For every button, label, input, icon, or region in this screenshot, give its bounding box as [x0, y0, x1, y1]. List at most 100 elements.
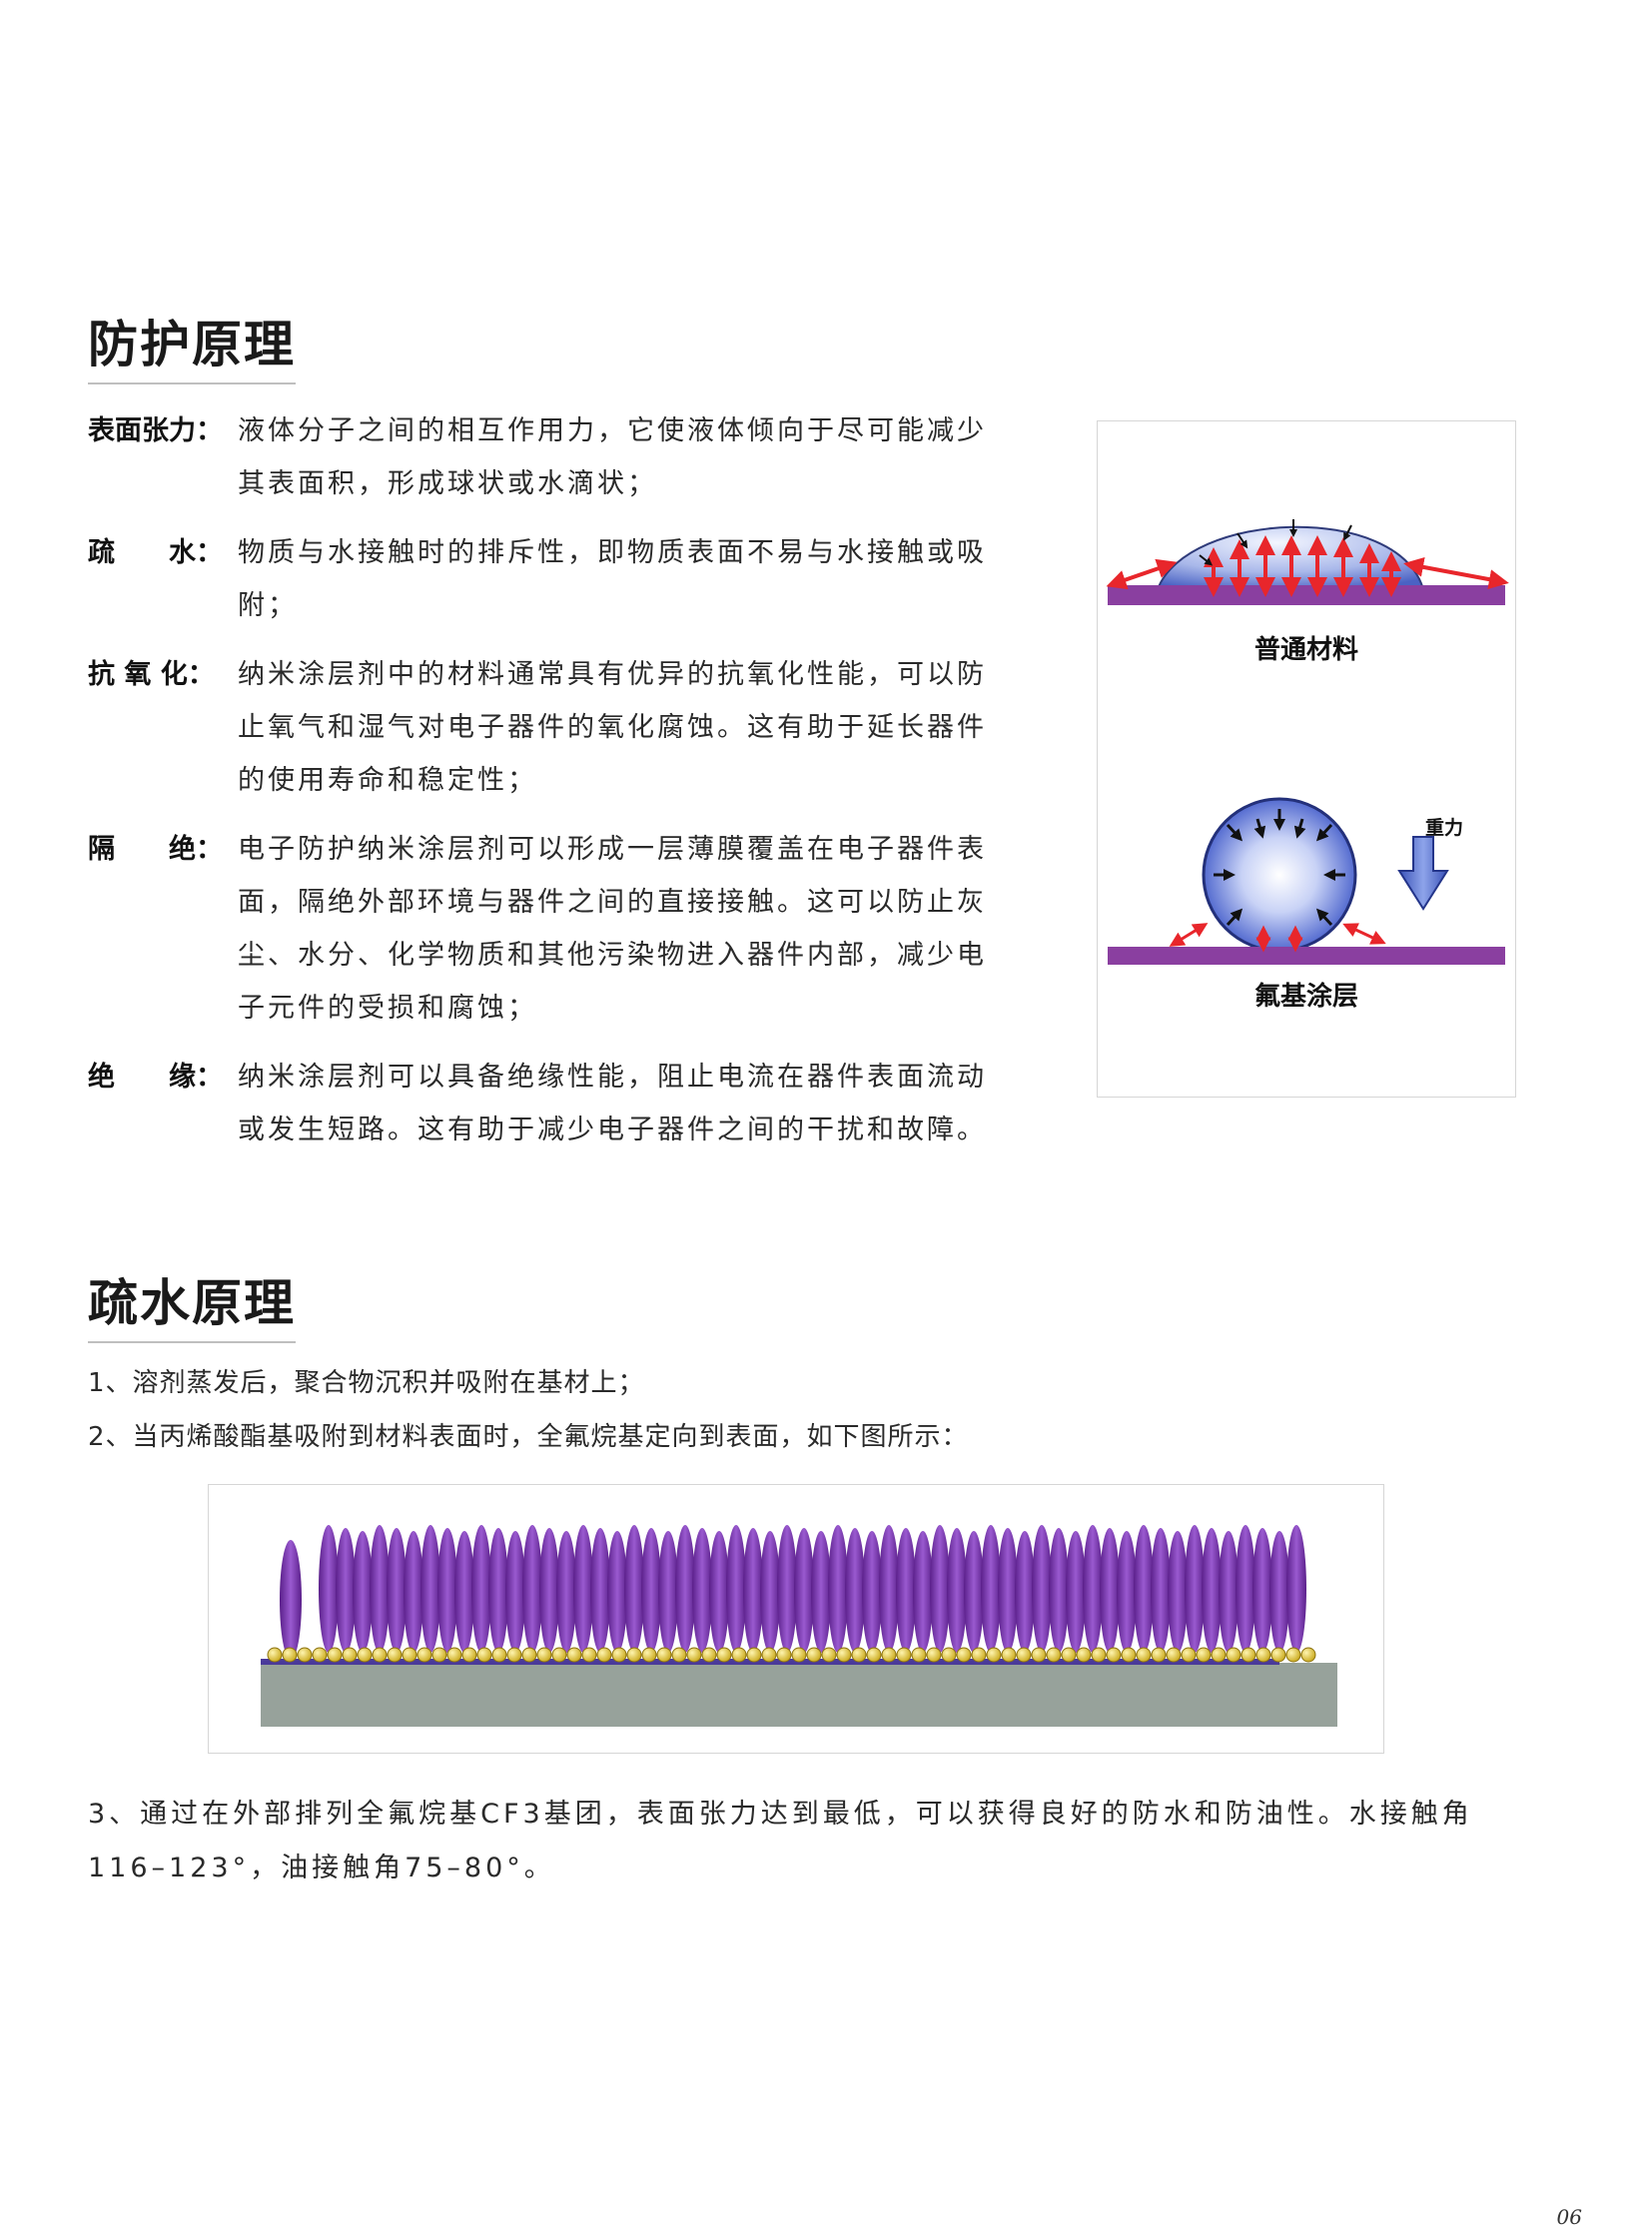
fluoro-chain: [930, 1525, 950, 1653]
fluoro-chain: [947, 1528, 967, 1653]
anchor-ball: [312, 1647, 328, 1663]
fluoro-chain: [777, 1525, 797, 1653]
step-item: 1、溶剂蒸发后，聚合物沉积并吸附在基材上；: [88, 1368, 645, 1398]
anchor-ball: [911, 1647, 927, 1663]
fluoro-chain: [505, 1531, 525, 1653]
fluoro-chain: [387, 1528, 407, 1653]
fluoro-chain: [607, 1531, 627, 1653]
anchor-ball: [821, 1647, 837, 1663]
gravity-label: 重力: [1425, 817, 1464, 839]
anchor-ball: [851, 1647, 867, 1663]
anchor-ball: [1016, 1647, 1032, 1663]
fluoro-chain: [794, 1528, 814, 1653]
definition-term: 表面张力：: [88, 415, 223, 446]
fluoro-chain: [658, 1531, 678, 1653]
desc-line: 子元件的受损和腐蚀；: [238, 993, 537, 1024]
gravity-arrow-icon: [1397, 836, 1449, 911]
definition-item: 疏 水： 物质与水接触时的排斥性，即物质表面不易与水接触或吸 附；: [88, 526, 1027, 632]
anchor-ball: [1181, 1647, 1197, 1663]
anchor-ball: [731, 1647, 747, 1663]
upward-force-arrows: [1204, 535, 1401, 597]
anchor-ball: [746, 1647, 762, 1663]
anchor-ball: [431, 1647, 447, 1663]
fluoro-chain: [692, 1528, 712, 1653]
fluoro-chain: [1032, 1525, 1052, 1653]
fluoro-chain: [1117, 1531, 1137, 1653]
anchor-ball: [1001, 1647, 1017, 1663]
caption-ordinary-material: 普通材料: [1253, 635, 1358, 665]
fluoro-chain: [1286, 1525, 1306, 1653]
anchor-ball: [297, 1647, 313, 1663]
anchor-ball: [926, 1647, 942, 1663]
fluoro-chain: [404, 1531, 423, 1653]
fluoro-chain: [981, 1525, 1001, 1653]
desc-line: 的使用寿命和稳定性；: [238, 765, 537, 796]
desc-line: 尘、水分、化学物质和其他污染物进入器件内部，减少电: [238, 940, 987, 971]
anchor-ball: [596, 1647, 612, 1663]
anchor-ball: [1106, 1647, 1122, 1663]
desc-line: 电子防护纳米涂层剂可以形成一层薄膜覆盖在电子器件表: [238, 834, 987, 865]
fluoro-chain: [488, 1528, 508, 1653]
anchor-ball: [446, 1647, 462, 1663]
molecule-orientation-figure: [208, 1484, 1384, 1754]
step-item: 2、当丙烯酸酯基吸附到材料表面时，全氟烷基定向到表面，如下图所示：: [88, 1422, 969, 1452]
fluoro-chain: [1236, 1525, 1255, 1653]
page-number: 06: [1556, 2205, 1582, 2229]
fluoro-chain: [471, 1525, 491, 1653]
fluoro-chain: [353, 1531, 373, 1653]
anchor-ball: [776, 1647, 792, 1663]
anchor-ball: [1046, 1647, 1062, 1663]
fluoro-chain: [726, 1525, 746, 1653]
definition-desc: 电子防护纳米涂层剂可以形成一层薄膜覆盖在电子器件表 面，隔绝外部环境与器件之间的…: [238, 823, 987, 1035]
fluoro-chain: [1151, 1528, 1171, 1653]
fluoro-chain: [1100, 1528, 1120, 1653]
fluoro-chain: [1083, 1525, 1103, 1653]
anchor-ball: [626, 1647, 642, 1663]
fluoro-chain: [1066, 1531, 1086, 1653]
anchor-ball: [506, 1647, 522, 1663]
anchor-ball: [521, 1647, 537, 1663]
anchor-ball: [267, 1647, 283, 1663]
fluoro-chain: [420, 1525, 440, 1653]
anchor-ball: [671, 1647, 687, 1663]
definition-item: 抗 氧 化： 纳米涂层剂中的材料通常具有优异的抗氧化性能，可以防 止氧气和湿气对…: [88, 648, 1027, 807]
fluoro-chain: [760, 1531, 780, 1653]
fluoro-chain: [862, 1531, 882, 1653]
fluoro-chain: [1185, 1525, 1205, 1653]
fluoro-chain: [319, 1525, 339, 1653]
fluoro-chain: [811, 1531, 831, 1653]
fluoro-chain: [1252, 1528, 1272, 1653]
anchor-ball: [566, 1647, 582, 1663]
fluoro-chain: [437, 1528, 457, 1653]
anchor-ball: [866, 1647, 882, 1663]
fluoro-chain: [1219, 1531, 1239, 1653]
desc-line: 止氧气和湿气对电子器件的氧化腐蚀。这有助于延长器件: [238, 712, 987, 743]
anchor-ball: [416, 1647, 432, 1663]
anchor-ball: [1031, 1647, 1047, 1663]
anchor-ball: [1091, 1647, 1107, 1663]
anchor-ball: [581, 1647, 597, 1663]
fluoro-chain: [454, 1531, 474, 1653]
anchor-ball: [387, 1647, 403, 1663]
anchor-ball: [971, 1647, 987, 1663]
anchor-ball: [402, 1647, 417, 1663]
fluoro-chain: [336, 1528, 356, 1653]
anchor-ball: [372, 1647, 388, 1663]
anchor-ball: [641, 1647, 657, 1663]
fluoro-chain: [709, 1531, 729, 1653]
anchor-ball: [761, 1647, 777, 1663]
anchor-ball: [806, 1647, 822, 1663]
anchor-ball: [1151, 1647, 1167, 1663]
anchor-ball: [836, 1647, 852, 1663]
acrylate-anchors: [267, 1647, 1316, 1663]
definition-term: 隔 绝：: [88, 834, 223, 865]
inward-arrows-ball: [1214, 809, 1345, 927]
anchor-ball: [881, 1647, 897, 1663]
definition-list: 表面张力： 液体分子之间的相互作用力，它使液体倾向于尽可能减少 其表面积，形成球…: [88, 404, 1027, 1172]
fluoro-chain: [573, 1525, 593, 1653]
anchor-ball: [551, 1647, 567, 1663]
anchor-ball: [941, 1647, 957, 1663]
anchor-ball: [1061, 1647, 1077, 1663]
fluoro-chain: [743, 1528, 763, 1653]
anchor-ball: [1136, 1647, 1152, 1663]
